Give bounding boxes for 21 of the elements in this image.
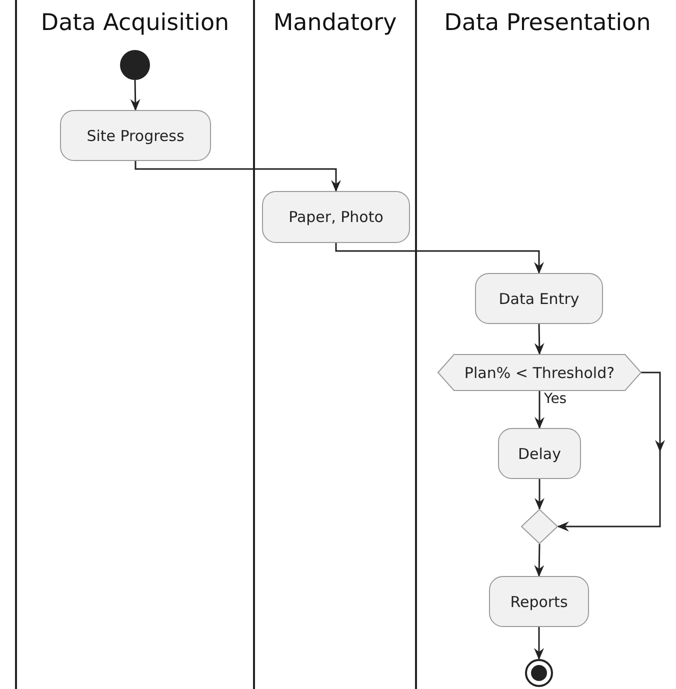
arrow — [130, 80, 140, 111]
activity-box: Delay — [498, 428, 581, 479]
arrow — [534, 324, 544, 355]
start-node — [120, 50, 150, 80]
activity-box: Data Entry — [475, 273, 603, 324]
arrow — [335, 243, 544, 274]
merge-diamond — [521, 509, 558, 544]
arrow — [534, 544, 544, 577]
arrow — [534, 391, 544, 429]
activity-box: Reports — [489, 576, 589, 627]
arrow — [534, 627, 544, 660]
activity-box: Paper, Photo — [262, 191, 410, 243]
decision-hexagon: Plan% < Threshold? — [438, 354, 641, 391]
end-node — [525, 659, 553, 687]
lane-title: Mandatory — [272, 10, 398, 36]
lane-title: Data Presentation — [443, 10, 652, 36]
arrow — [534, 479, 544, 510]
arrow — [557, 372, 665, 532]
activity-box: Site Progress — [60, 110, 211, 161]
lane-title: Data Acquisition — [40, 10, 230, 36]
arrow — [134, 161, 341, 192]
